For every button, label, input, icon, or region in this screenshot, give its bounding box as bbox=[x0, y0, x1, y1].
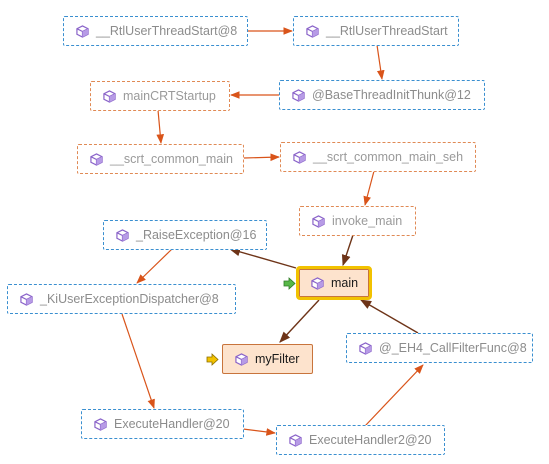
edge-rtlstart-to-basethunk bbox=[376, 44, 385, 80]
node-main-crt-startup[interactable]: mainCRTStartup bbox=[90, 81, 230, 111]
node-label: _RaiseException@16 bbox=[136, 228, 257, 242]
frame-arrow-icon bbox=[206, 353, 219, 366]
node-scrt-common-main-seh[interactable]: __scrt_common_main_seh bbox=[280, 142, 476, 172]
node-rtl-user-thread-start-8[interactable]: __RtlUserThreadStart@8 bbox=[63, 16, 248, 46]
cube-icon bbox=[359, 341, 372, 355]
node-label: ExecuteHandler2@20 bbox=[309, 433, 432, 447]
node-label: main bbox=[331, 276, 359, 290]
node-label: @BaseThreadInitThunk@12 bbox=[312, 88, 471, 102]
node-main[interactable]: main bbox=[296, 266, 372, 300]
cube-icon bbox=[94, 417, 107, 431]
cube-icon bbox=[312, 214, 325, 228]
node-rtl-user-thread-start[interactable]: __RtlUserThreadStart bbox=[293, 16, 459, 46]
node-base-thread-init-thunk-12[interactable]: @BaseThreadInitThunk@12 bbox=[279, 80, 485, 110]
cube-icon bbox=[292, 88, 305, 102]
current-frame-arrow-icon bbox=[283, 277, 296, 290]
node-label: @_EH4_CallFilterFunc@8 bbox=[379, 341, 527, 355]
cube-icon bbox=[289, 433, 302, 447]
node-scrt-common-main[interactable]: __scrt_common_main bbox=[77, 144, 244, 174]
node-label: __scrt_common_main bbox=[110, 152, 233, 166]
node-invoke-main[interactable]: invoke_main bbox=[299, 206, 416, 236]
edge-raiseexception-to-kiuser bbox=[136, 248, 173, 284]
node-ki-user-exception-dispatcher-8[interactable]: _KiUserExceptionDispatcher@8 bbox=[7, 284, 236, 314]
edge-invokemain-to-main bbox=[341, 234, 354, 267]
edge-scrtmain-to-scrtseh bbox=[243, 153, 280, 162]
node-label: ExecuteHandler@20 bbox=[114, 417, 230, 431]
edge-scrtseh-to-invokemain bbox=[363, 170, 375, 206]
edge-eh4filter-to-main bbox=[360, 299, 419, 334]
node-execute-handler-20[interactable]: ExecuteHandler@20 bbox=[81, 409, 244, 439]
node-label: mainCRTStartup bbox=[123, 89, 216, 103]
cube-icon bbox=[235, 352, 248, 366]
edge-kiuser-to-executehandler bbox=[121, 313, 155, 409]
cube-icon bbox=[306, 24, 319, 38]
edge-maincrt-to-scrtmain bbox=[156, 109, 165, 144]
cube-icon bbox=[20, 292, 33, 306]
cube-icon bbox=[293, 150, 306, 164]
edge-executehandler-to-executehandler2 bbox=[242, 428, 276, 436]
cube-icon bbox=[116, 228, 129, 242]
cube-icon bbox=[311, 276, 324, 290]
node-label: myFilter bbox=[255, 352, 300, 366]
node-eh4-call-filter-func-8[interactable]: @_EH4_CallFilterFunc@8 bbox=[346, 333, 533, 363]
node-label: invoke_main bbox=[332, 214, 403, 228]
node-label: __RtlUserThreadStart@8 bbox=[96, 24, 238, 38]
edge-main-to-myfilter bbox=[279, 299, 320, 343]
cube-icon bbox=[103, 89, 116, 103]
node-execute-handler2-20[interactable]: ExecuteHandler2@20 bbox=[276, 425, 445, 455]
node-label: __RtlUserThreadStart bbox=[326, 24, 448, 38]
node-my-filter[interactable]: myFilter bbox=[222, 344, 313, 374]
node-label: _KiUserExceptionDispatcher@8 bbox=[40, 292, 219, 306]
cube-icon bbox=[90, 152, 103, 166]
cube-icon bbox=[76, 24, 89, 38]
node-label: __scrt_common_main_seh bbox=[313, 150, 464, 164]
edge-executehandler2-to-eh4filter bbox=[364, 364, 424, 427]
edge-main-to-raiseexception bbox=[228, 247, 297, 269]
node-raise-exception-16[interactable]: _RaiseException@16 bbox=[103, 220, 267, 250]
